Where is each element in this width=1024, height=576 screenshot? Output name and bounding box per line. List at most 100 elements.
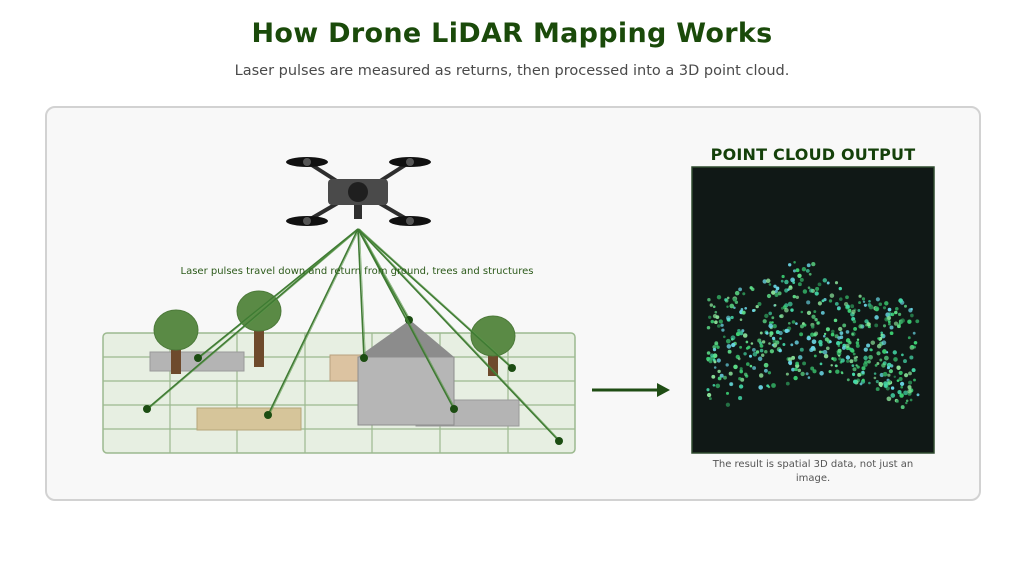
cloud-point [779,314,784,319]
cloud-point [839,341,843,344]
cloud-point [810,366,815,371]
cloud-point [784,279,789,285]
cloud-point [708,315,712,319]
cloud-point [873,376,877,380]
cloud-point [875,297,880,302]
cloud-point [799,347,804,352]
page-title: How Drone LiDAR Mapping Works [251,18,773,49]
pulse-caption: Laser pulses travel down and return from… [180,266,534,277]
cloud-point [874,364,878,367]
cloud-point [839,331,844,335]
cloud-point [811,261,816,267]
cloud-point [747,345,751,349]
cloud-point [831,329,835,334]
cloud-point [812,369,817,374]
cloud-point [738,377,742,381]
cloud-point [852,319,857,324]
cloud-point [712,383,716,387]
cloud-point [799,277,804,282]
cloud-point [771,290,776,295]
cloud-point [807,286,811,289]
tree-left [153,309,199,374]
cloud-point [793,261,796,264]
cloud-point [763,368,768,373]
cloud-point [861,378,865,382]
cloud-point [912,331,916,335]
cloud-point [714,310,718,314]
cloud-point [868,299,871,303]
cloud-point [758,385,764,390]
house [357,320,455,426]
cloud-point [879,358,883,362]
cloud-point [806,335,812,341]
cloud-point [845,355,851,360]
cloud-point [824,337,829,342]
laser-pulse [357,228,560,442]
cloud-point [834,281,839,285]
cloud-point [873,372,877,375]
cloud-point [836,341,841,346]
cloud-point [856,365,860,369]
cloud-point [712,353,718,359]
cloud-point [780,306,784,310]
laser-return [359,228,514,369]
return-point [194,354,202,362]
cloud-point [792,294,797,299]
cloud-point [716,345,720,349]
cloud-point [893,357,898,362]
cloud-point [813,354,817,358]
cloud-point [759,344,764,348]
cloud-point [793,375,798,381]
cloud-point [879,384,883,388]
cloud-point [863,347,868,352]
cloud-point [709,303,713,307]
cloud-point [898,377,903,381]
cloud-point [845,330,850,334]
cloud-point [866,343,871,348]
cloud-point [858,301,862,305]
cloud-point [895,307,899,311]
cloud-point [775,286,780,291]
cloud-point [834,302,839,306]
cloud-point [749,364,753,368]
cloud-point [767,371,772,375]
cloud-point [913,378,916,382]
cloud-point [715,315,720,319]
cloud-point [838,286,842,291]
cloud-point [741,310,746,315]
cloud-point [752,366,757,370]
cloud-point [861,370,865,375]
cloud-point [771,316,775,320]
cloud-point [884,355,889,361]
return-point [360,354,368,362]
cloud-point [725,363,729,367]
cloud-point [913,341,918,345]
cloud-point [773,284,777,288]
cloud-point [861,297,866,301]
cloud-point [806,263,811,268]
cloud-point [895,399,900,403]
cloud-point [710,319,715,324]
return-point [450,405,458,413]
cloud-point [728,371,733,376]
cloud-point [810,332,815,337]
cloud-point [865,323,868,327]
cloud-point [888,322,891,326]
cloud-point [835,364,838,368]
cloud-point [884,301,889,306]
cloud-point [883,381,888,386]
cloud-point [852,372,856,377]
cloud-point [903,390,908,396]
cloud-point [823,353,829,359]
cloud-point [875,387,880,392]
point-cloud-caption: The result is spatial 3D data, not just … [712,459,914,484]
cloud-point [761,340,766,344]
cloud-point [845,304,850,309]
cloud-point [830,364,833,367]
cloud-point [716,358,721,363]
cloud-point [909,398,913,402]
cloud-point [898,298,903,303]
cloud-point [739,345,743,349]
cloud-point [742,333,748,338]
cloud-point [768,311,773,316]
